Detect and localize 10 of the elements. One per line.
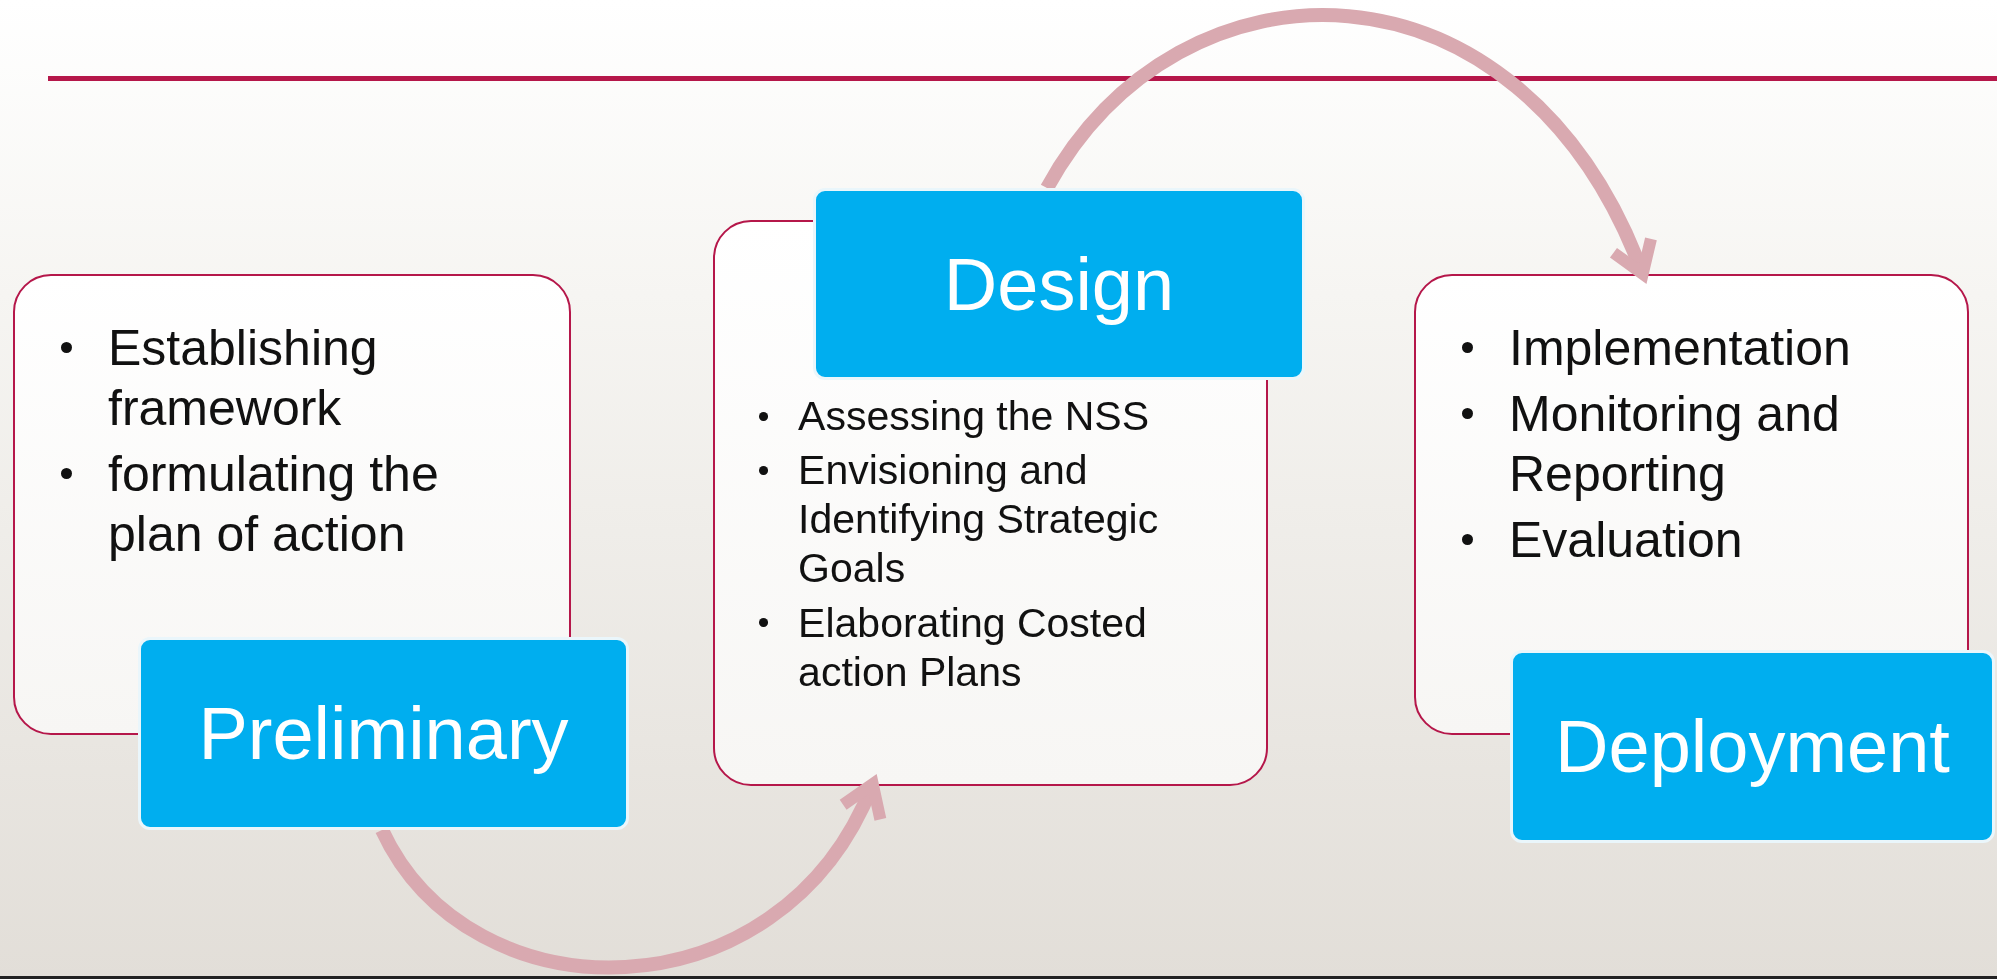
bullet-text: Assessing the NSS <box>798 392 1151 441</box>
bullet-text: Envisioning and Identifying Strategic Goals <box>798 446 1160 594</box>
stage-title: Deployment <box>1555 704 1950 789</box>
bullet-text: formulating the plan of action <box>108 445 440 564</box>
bullet-text: Evaluation <box>1509 511 1744 570</box>
stage-title: Preliminary <box>198 691 569 776</box>
stage-title: Design <box>943 241 1175 327</box>
bullet-text: Implementation <box>1509 319 1852 378</box>
bullet-text: Elaborating Costed action Plans <box>798 598 1148 697</box>
bullet-text: Monitoring and Reporting <box>1509 385 1841 504</box>
